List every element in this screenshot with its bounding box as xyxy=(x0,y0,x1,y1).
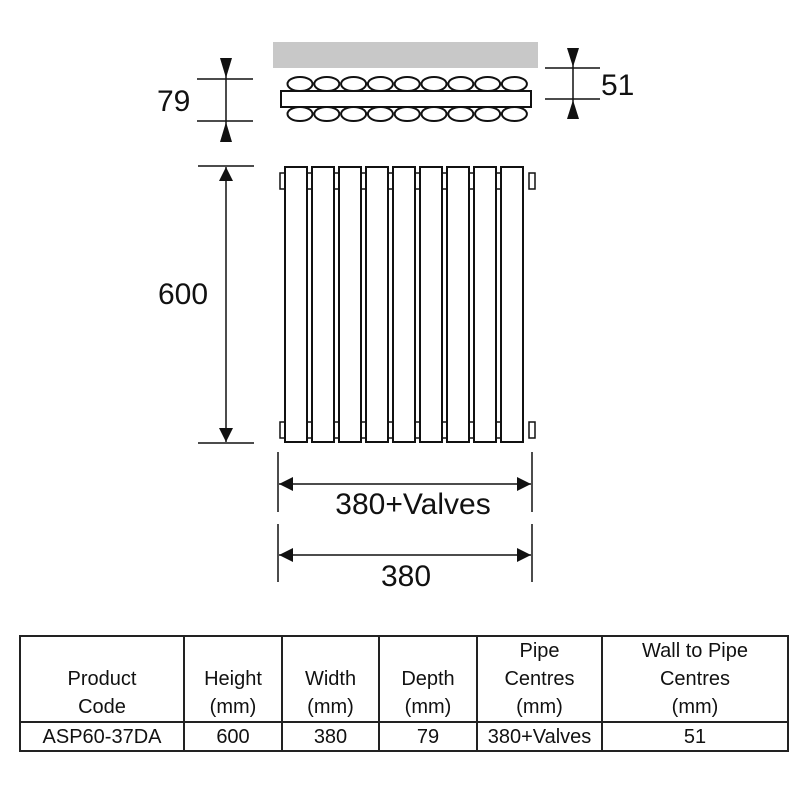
header-line: (mm) xyxy=(404,696,452,718)
column-oval xyxy=(313,106,341,122)
table-cell: ASP60-37DA xyxy=(19,721,185,752)
header-line: Pipe xyxy=(519,640,560,662)
column-header: Depth (mm) xyxy=(378,635,478,723)
header-line: Product xyxy=(67,668,137,690)
header-line: Centres xyxy=(659,668,731,690)
top-view xyxy=(273,42,538,122)
radiator-column xyxy=(473,166,497,443)
radiator-column xyxy=(500,166,524,443)
connector xyxy=(528,172,536,190)
radiator-column xyxy=(338,166,362,443)
column-oval xyxy=(340,106,368,122)
radiator-column xyxy=(311,166,335,443)
header-line: Width xyxy=(304,668,357,690)
front-view xyxy=(279,166,536,443)
column-oval xyxy=(474,76,502,92)
column-oval xyxy=(366,106,394,122)
radiator-column xyxy=(419,166,443,443)
column-oval xyxy=(420,106,448,122)
connector xyxy=(528,421,536,439)
column-oval xyxy=(447,106,475,122)
header-line: (mm) xyxy=(671,696,719,718)
table-cell: 79 xyxy=(378,721,478,752)
technical-drawing: 79 51 600 380+Valves 380 xyxy=(157,42,634,593)
table-cell: 380+Valves xyxy=(476,721,603,752)
column-oval xyxy=(366,76,394,92)
table-cell: 380 xyxy=(281,721,380,752)
column-tops-lower xyxy=(286,106,528,122)
column-oval xyxy=(447,76,475,92)
column-oval xyxy=(286,106,314,122)
column-header: Width (mm) xyxy=(281,635,380,723)
column-oval xyxy=(393,106,421,122)
width-dimension: 380 xyxy=(277,524,533,593)
table-cell: 51 xyxy=(601,721,789,752)
column-oval xyxy=(286,76,314,92)
column-oval xyxy=(313,76,341,92)
header-line: Height xyxy=(204,668,262,690)
width-valves-dimension: 380+Valves xyxy=(277,452,533,521)
wall-to-pipe-label: 51 xyxy=(601,69,634,102)
radiator-column xyxy=(446,166,470,443)
column-oval xyxy=(500,106,528,122)
header-line: (mm) xyxy=(307,696,354,718)
height-dimension: 600 xyxy=(158,165,254,444)
radiator-column xyxy=(365,166,389,443)
wall xyxy=(273,42,538,68)
column-oval xyxy=(500,76,528,92)
radiator-column xyxy=(284,166,308,443)
column-oval xyxy=(393,76,421,92)
depth-label: 79 xyxy=(157,85,190,118)
column-tops-upper xyxy=(286,76,528,92)
radiator-columns xyxy=(279,166,536,443)
header-bar xyxy=(280,90,532,108)
column-oval xyxy=(420,76,448,92)
column-oval xyxy=(340,76,368,92)
header-line: (mm) xyxy=(516,696,563,718)
header-line: Wall to Pipe xyxy=(642,640,748,662)
header-line: Depth xyxy=(401,668,455,690)
header-line: (mm) xyxy=(209,696,257,718)
table-cell: 600 xyxy=(183,721,283,752)
depth-dimension: 79 xyxy=(157,58,253,142)
radiator-column xyxy=(392,166,416,443)
header-line: Code xyxy=(78,696,126,718)
height-label: 600 xyxy=(158,278,208,311)
wall-to-pipe-dimension: 51 xyxy=(545,48,634,119)
width-valves-label: 380+Valves xyxy=(335,488,490,521)
header-line: Centres xyxy=(504,668,575,690)
column-header: Height (mm) xyxy=(183,635,283,723)
column-oval xyxy=(474,106,502,122)
width-label: 380 xyxy=(381,560,431,593)
